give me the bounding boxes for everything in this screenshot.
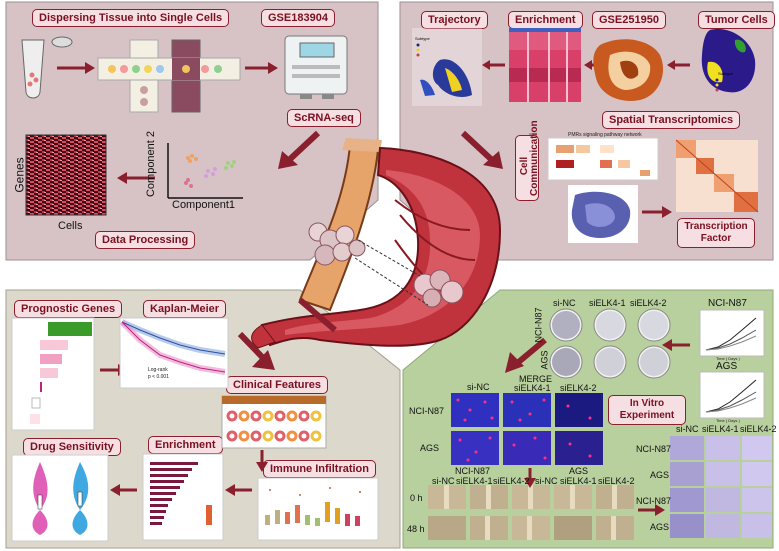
graph2-title: AGS: [716, 361, 738, 372]
transwell-sielk1-header: siELK4-1: [702, 424, 739, 434]
arrow-scrna-to-pca: [278, 130, 321, 169]
test-tube-icon: [21, 36, 73, 99]
tumor-cluster-left: [308, 222, 366, 266]
colony-sielk2-header: siELK4-2: [630, 298, 667, 308]
trajectory-label: Trajectory: [421, 11, 488, 29]
enrichment-heatmap-top: [509, 28, 581, 102]
tumor-cells-umap: Subtype: [701, 29, 756, 93]
colony-ags-label: AGS: [539, 350, 550, 370]
transwell-ags-2: AGS: [650, 522, 670, 532]
in-vitro-experiment-text: In Vitro Experiment: [619, 398, 675, 421]
prognostic-genes-forest-plot: [11, 317, 95, 431]
growth-curve-ags: [699, 371, 765, 419]
gse183904-label: GSE183904: [261, 9, 335, 27]
logrank-label: Log-rank: [148, 367, 168, 373]
wound-healing-images: [428, 485, 634, 540]
top-right-graphics: Subtype Subtype: [412, 28, 759, 243]
transcription-factor-label: Transcription Factor: [677, 218, 755, 248]
dispersing-tissue-label: Dispersing Tissue into Single Cells: [32, 9, 230, 27]
gse251950-label: GSE251950: [592, 11, 666, 29]
wound-sielk2-2: siELK4-2: [598, 476, 635, 486]
component1-label: Component1: [172, 199, 235, 211]
svg-text:Subtype: Subtype: [415, 36, 430, 41]
immune-infiltration-boxplot: [257, 477, 379, 541]
genes-heatmap: [25, 134, 107, 216]
wound-ags-title: AGS: [569, 466, 589, 476]
transwell-images: [670, 436, 772, 538]
fluor-ncin87-label: NCI-N87: [409, 406, 445, 416]
enrichment-bottom-label: Enrichment: [148, 436, 223, 454]
graph1-title: NCI-N87: [708, 298, 747, 309]
transwell-sielk2-header: siELK4-2: [740, 424, 777, 434]
cell-communication-label: Cell Communication: [515, 120, 540, 201]
transcription-factor-heatmap: [675, 139, 759, 213]
colony-sielk1-header: siELK4-1: [589, 298, 626, 308]
wound-sinc-2: si-NC: [535, 476, 558, 486]
drug-sensitivity-label: Drug Sensitivity: [23, 438, 121, 456]
tissue-workflow-graphic: [21, 35, 348, 113]
arrow-stomach-to-topright: [460, 130, 503, 169]
transwell-sinc-header: si-NC: [676, 424, 699, 434]
wound-ncin87-title: NCI-N87: [455, 466, 491, 476]
arrow-pca-to-heatmap: [117, 172, 155, 184]
bottom-left-graphics: [11, 297, 379, 542]
drug-sensitivity-violin-plot: [11, 454, 109, 542]
graph1-time-label: Time ( Days ): [716, 356, 740, 361]
spatial-tissue-image: [593, 39, 664, 101]
colony-sinc-header: si-NC: [553, 298, 576, 308]
tumor-cells-label: Tumor Cells: [698, 11, 775, 29]
clinical-features-label: Clinical Features: [226, 376, 329, 394]
growth-curve-ncin87: [699, 309, 765, 357]
enrichment-bar-chart-bottom: [142, 453, 224, 541]
svg-text:Subtype: Subtype: [718, 71, 733, 76]
fluor-merge-header: MERGE: [519, 374, 553, 384]
wound-0h-label: 0 h: [410, 493, 423, 503]
logrank-pvalue: p < 0.001: [148, 374, 169, 380]
pmr-network-title: PMRs signaling pathway network: [568, 132, 642, 138]
cells-axis-label: Cells: [58, 220, 83, 232]
graph2-time-label: Time ( Days ): [716, 418, 740, 423]
pca-scatter-plot: [167, 143, 243, 199]
colony-ncin87-label: NCI-N87: [533, 307, 544, 343]
scrna-seq-label: ScRNA-seq: [287, 109, 361, 127]
colony-formation-wells: [549, 308, 671, 379]
fluor-sielk2-header: siELK4-2: [560, 383, 597, 393]
sequencer-icon: [284, 35, 348, 99]
transwell-ncin87-1: NCI-N87: [636, 444, 672, 454]
fluor-ags-label: AGS: [420, 443, 440, 453]
wound-48h-label: 48 h: [407, 524, 425, 534]
fluor-sinc-header: si-NC: [467, 382, 490, 392]
spatial-transcriptomics-label: Spatial Transcriptomics: [602, 111, 741, 129]
tumor-cluster-right: [413, 269, 464, 308]
microfluidic-chip-icon: [97, 39, 241, 113]
data-processing-label: Data Processing: [95, 231, 196, 249]
kaplan-meier-plot: [119, 317, 229, 389]
wound-sielk1-2: siELK4-1: [560, 476, 597, 486]
trajectory-umap: Subtype: [412, 28, 482, 106]
wound-sinc-1: si-NC: [432, 476, 455, 486]
in-vitro-experiment-label: In Vitro Experiment: [608, 395, 686, 425]
spatial-communication-image: [568, 185, 638, 243]
transwell-ags-1: AGS: [650, 470, 670, 480]
transwell-ncin87-2: NCI-N87: [636, 496, 672, 506]
transcription-factor-text: Transcription Factor: [684, 221, 748, 244]
fluorescence-images: [451, 393, 603, 465]
wound-sielk1-1: siELK4-1: [456, 476, 493, 486]
fluor-sielk1-header: siELK4-1: [514, 383, 551, 393]
wound-sielk2-1: siELK4-2: [493, 476, 530, 486]
clinical-features-table: [221, 395, 327, 449]
cell-communication-heatmap: [547, 137, 659, 181]
